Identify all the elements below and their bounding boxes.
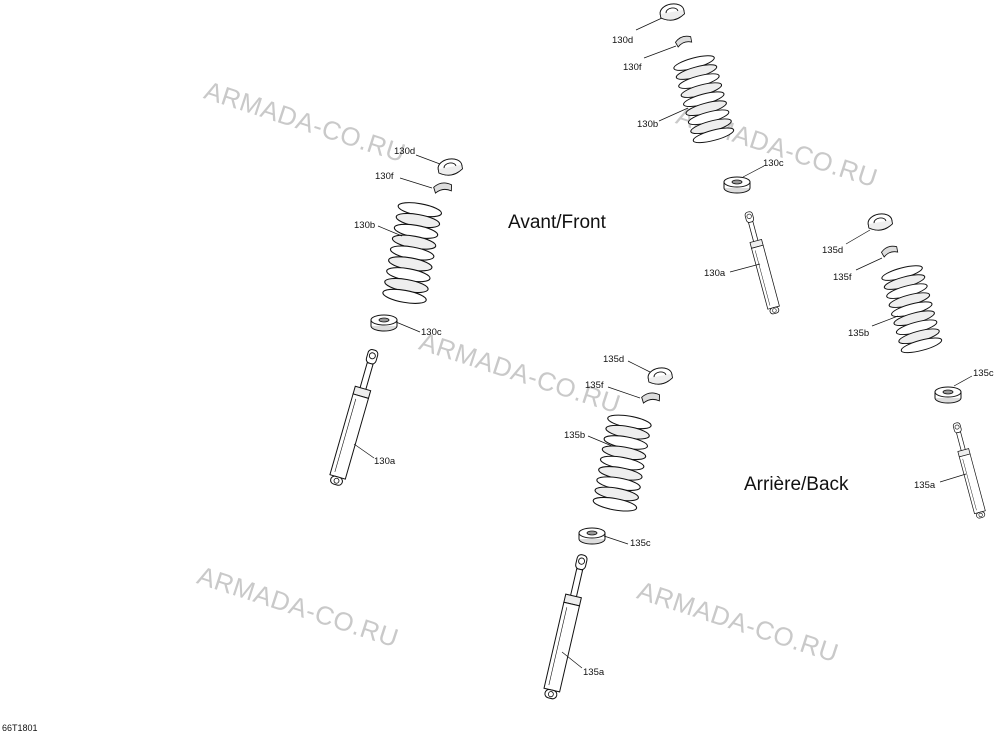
callout-130f: 130f bbox=[623, 62, 642, 73]
callout-130b: 130b bbox=[637, 119, 659, 130]
front-section-title: Avant/Front bbox=[508, 212, 606, 233]
callout-135b: 135b bbox=[564, 430, 586, 441]
callout-130c: 130c bbox=[421, 327, 442, 338]
callout-130c: 130c bbox=[763, 158, 784, 169]
callout-135c: 135c bbox=[973, 368, 994, 379]
callout-135d: 135d bbox=[822, 245, 844, 256]
callout-130a: 130a bbox=[374, 456, 396, 467]
callout-135f: 135f bbox=[833, 272, 852, 283]
back-section-title: Arrière/Back bbox=[744, 474, 849, 495]
callout-135a: 135a bbox=[583, 667, 605, 678]
callout-135f: 135f bbox=[585, 380, 604, 391]
callout-130d: 130d bbox=[612, 35, 634, 46]
callout-135a: 135a bbox=[914, 480, 936, 491]
callout-130b: 130b bbox=[354, 220, 376, 231]
callout-135c: 135c bbox=[630, 538, 651, 549]
callout-135b: 135b bbox=[848, 328, 870, 339]
callout-130a: 130a bbox=[704, 268, 726, 279]
callout-135d: 135d bbox=[603, 354, 625, 365]
callout-130f: 130f bbox=[375, 171, 394, 182]
figure-reference: 66T1801 bbox=[2, 723, 38, 733]
callout-130d: 130d bbox=[394, 146, 416, 157]
